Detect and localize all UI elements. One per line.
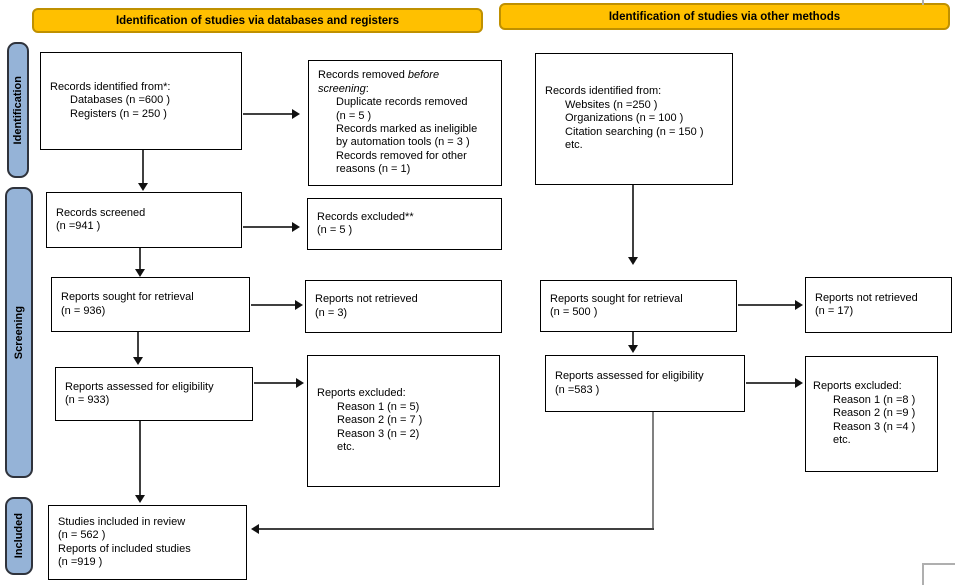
text-line: Reason 1 (n = 5) xyxy=(337,400,420,413)
text-line: Reports sought for retrieval xyxy=(550,292,683,305)
text-line: Records identified from*: xyxy=(50,80,171,93)
text-line: Duplicate records removed xyxy=(336,96,468,109)
text-line: Reports not retrieved xyxy=(815,291,918,304)
arrow-identified-to-screened-head xyxy=(138,183,148,191)
text-line: Reason 1 (n =8 ) xyxy=(833,393,916,406)
box-reports-sought-retrieval-other: Reports sought for retrieval (n = 500 ) xyxy=(540,280,737,332)
box-records-screened: Records screened (n =941 ) xyxy=(46,192,242,248)
text-line: Reports excluded: xyxy=(813,380,902,393)
header-identification-other-methods: Identification of studies via other meth… xyxy=(499,3,950,30)
box-records-removed-before-screening: Records removed before screening: Duplic… xyxy=(308,60,502,186)
text-line: Reports assessed for eligibility xyxy=(65,380,214,393)
arrow-sought-to-assessed-line xyxy=(137,332,139,357)
arrow-sought-to-notretrieved-head xyxy=(295,300,303,310)
stage-label-included-text: Included xyxy=(13,513,25,559)
text-line: (n = 5 ) xyxy=(336,109,372,122)
arrow-screened-to-sought-line xyxy=(139,248,141,269)
text-line: Reports excluded: xyxy=(317,387,406,400)
stage-label-screening-text: Screening xyxy=(13,305,25,360)
box-records-identified-databases: Records identified from*: Databases (n =… xyxy=(40,52,242,150)
box-reports-not-retrieved-db: Reports not retrieved (n = 3) xyxy=(305,280,502,333)
text-line: Reason 3 (n =4 ) xyxy=(833,420,916,433)
text-line: Websites (n =250 ) xyxy=(565,98,658,111)
arrow-assessed-to-excluded-head xyxy=(296,378,304,388)
text-line: Reason 3 (n = 2) xyxy=(337,427,420,440)
text-line: (n = 500 ) xyxy=(550,306,598,318)
elbow-om-assessed-to-included-horizontal xyxy=(259,528,654,530)
text-line: Reports sought for retrieval xyxy=(61,291,194,304)
text-line: (n =919 ) xyxy=(58,555,103,568)
text-line: Registers (n = 250 ) xyxy=(70,107,167,120)
cropped-gray-line-fragment xyxy=(922,0,924,5)
text-line: Reports not retrieved xyxy=(315,293,418,306)
box-records-excluded: Records excluded** (n = 5 ) xyxy=(307,198,502,250)
text-line: reasons (n = 1) xyxy=(336,163,411,176)
text-line: (n = 5 ) xyxy=(317,224,353,236)
text-line: Organizations (n = 100 ) xyxy=(565,112,684,125)
text-line: Reports of included studies xyxy=(58,542,191,555)
arrow-screened-to-excluded-line xyxy=(243,226,292,228)
text-line: screening: xyxy=(318,82,369,95)
text-line: (n = 936) xyxy=(61,304,106,317)
text-line: (n = 562 ) xyxy=(58,529,106,542)
cropped-gray-box-fragment xyxy=(922,563,955,585)
text-line: by automation tools (n = 3 ) xyxy=(336,136,470,149)
arrow-identified-to-removed-head xyxy=(292,109,300,119)
elbow-om-assessed-to-included-head xyxy=(251,524,259,534)
text-line: Records excluded** xyxy=(317,210,414,223)
text-line: (n =583 ) xyxy=(555,383,600,396)
box-reports-not-retrieved-other: Reports not retrieved (n = 17) xyxy=(805,277,952,333)
arrow-sought-to-notretrieved-line xyxy=(251,304,295,306)
text-line: (n = 933) xyxy=(65,394,110,406)
arrow-screened-to-sought-head xyxy=(135,269,145,277)
text-line: (n = 3) xyxy=(315,306,348,319)
text-line: Citation searching (n = 150 ) xyxy=(565,125,704,138)
text-line: etc. xyxy=(833,434,851,447)
stage-label-identification: Identification xyxy=(7,42,29,178)
stage-label-screening: Screening xyxy=(5,187,33,478)
stage-label-identification-text: Identification xyxy=(12,75,24,145)
arrow-assessed-to-excluded-line xyxy=(254,382,296,384)
box-reports-assessed-eligibility-db: Reports assessed for eligibility (n = 93… xyxy=(55,367,253,421)
text-line: Records identified from: xyxy=(545,85,662,98)
box-studies-included-in-review: Studies included in review (n = 562 ) Re… xyxy=(48,505,247,580)
text-line: Records screened xyxy=(56,206,146,219)
box-reports-sought-retrieval-db: Reports sought for retrieval (n = 936) xyxy=(51,277,250,332)
arrow-assessed-to-included-head xyxy=(135,495,145,503)
text-line: Reason 2 (n =9 ) xyxy=(833,407,916,420)
box-reports-excluded-other: Reports excluded: Reason 1 (n =8 ) Reaso… xyxy=(805,356,938,472)
text-line: etc. xyxy=(565,139,583,152)
stage-label-included: Included xyxy=(5,497,33,575)
text-line: Reason 2 (n = 7 ) xyxy=(337,414,423,427)
box-reports-assessed-eligibility-other: Reports assessed for eligibility (n =583… xyxy=(545,355,745,412)
text-line: etc. xyxy=(337,441,355,454)
text-line: Reports assessed for eligibility xyxy=(555,370,704,383)
text-line: Databases (n =600 ) xyxy=(70,94,170,107)
arrow-om-sought-to-notretrieved-line xyxy=(738,304,795,306)
elbow-om-assessed-to-included-vertical xyxy=(652,412,654,529)
text-line: Records marked as ineligible xyxy=(336,123,478,135)
arrow-identified-to-removed-line xyxy=(243,113,292,115)
arrow-om-assessed-to-excluded-head xyxy=(795,378,803,388)
arrow-om-sought-to-notretrieved-head xyxy=(795,300,803,310)
text-line: Records removed for other xyxy=(336,149,467,162)
text-line: Records removed before xyxy=(318,69,440,82)
arrow-assessed-to-included-line xyxy=(139,421,141,495)
box-reports-excluded-db: Reports excluded: Reason 1 (n = 5) Reaso… xyxy=(307,355,500,487)
arrow-screened-to-excluded-head xyxy=(292,222,300,232)
text-line: (n = 17) xyxy=(815,305,854,317)
arrow-identified-to-screened-line xyxy=(142,150,144,183)
text-line: (n =941 ) xyxy=(56,220,101,232)
text-line: Studies included in review xyxy=(58,515,186,528)
arrow-om-sought-to-assessed-line xyxy=(632,332,634,345)
arrow-om-sought-to-assessed-head xyxy=(628,345,638,353)
arrow-om-identified-to-sought-head xyxy=(628,257,638,265)
arrow-om-identified-to-sought-line xyxy=(632,185,634,257)
header-identification-databases-registers: Identification of studies via databases … xyxy=(32,8,483,33)
arrow-sought-to-assessed-head xyxy=(133,357,143,365)
box-records-identified-other: Records identified from: Websites (n =25… xyxy=(535,53,733,185)
arrow-om-assessed-to-excluded-line xyxy=(746,382,795,384)
